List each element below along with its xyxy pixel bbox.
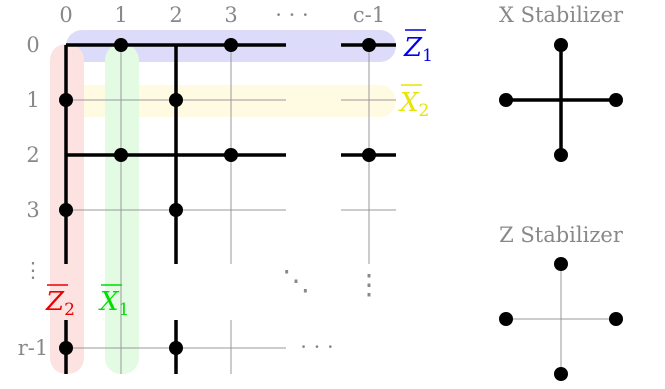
qubit-dot	[59, 341, 73, 355]
z1-subscript: 1	[422, 46, 433, 66]
x1-highlight-band	[105, 44, 139, 374]
qubit-dot	[169, 203, 183, 217]
qubit-dot	[114, 38, 128, 52]
qubit-dots	[59, 38, 376, 355]
qubit-dot	[609, 93, 623, 107]
qubit-dot	[169, 341, 183, 355]
row-label: 1	[26, 88, 39, 112]
z-stabilizer-title: Z Stabilizer	[499, 223, 624, 247]
row-labels: 0 1 2 3 ⋮ r-1	[18, 33, 49, 360]
row-label: r-1	[18, 336, 49, 360]
x-stabilizer-title: X Stabilizer	[499, 3, 624, 27]
column-label: 0	[59, 3, 72, 27]
vertical-ellipsis: ⋮	[355, 268, 383, 301]
z2-label: Z2	[45, 284, 75, 320]
x1-letter: X	[98, 287, 120, 317]
qubit-dot	[59, 203, 73, 217]
qubit-dot	[169, 93, 183, 107]
x2-letter: X	[398, 88, 420, 118]
qubit-dot	[362, 148, 376, 162]
column-label: 2	[169, 3, 182, 27]
svg-text:Z1: Z1	[403, 33, 433, 66]
qubit-dot	[554, 38, 568, 52]
column-label: · · ·	[275, 3, 308, 27]
x1-label: X1	[98, 284, 129, 320]
horizontal-ellipsis: · · ·	[300, 335, 333, 359]
qubit-dot	[224, 38, 238, 52]
column-label: c-1	[353, 3, 385, 27]
z1-label: Z1	[403, 29, 433, 66]
row-label: ⋮	[23, 258, 44, 282]
qubit-dot	[224, 148, 238, 162]
qubit-dot	[554, 148, 568, 162]
diagonal-ellipsis: ⋱	[282, 264, 310, 297]
qubit-dot	[59, 93, 73, 107]
z-stabilizer-legend: Z Stabilizer	[499, 223, 624, 381]
svg-text:Z2: Z2	[45, 287, 75, 320]
x2-subscript: 2	[419, 101, 430, 121]
qubit-dot	[609, 312, 623, 326]
x1-subscript: 1	[119, 300, 130, 320]
x-stabilizer-legend: X Stabilizer	[499, 3, 624, 162]
qubit-dot	[554, 257, 568, 271]
column-labels: 0 1 2 3 · · · c-1	[59, 3, 385, 27]
x2-label: X2	[398, 84, 429, 121]
qubit-dot	[499, 312, 513, 326]
column-label: 1	[114, 3, 127, 27]
qubit-dot	[554, 367, 568, 381]
qubit-dot	[114, 148, 128, 162]
z1-letter: Z	[403, 33, 423, 63]
svg-text:X2: X2	[398, 88, 429, 121]
svg-text:X1: X1	[98, 287, 129, 320]
qubit-dot	[362, 38, 376, 52]
column-label: 3	[224, 3, 237, 27]
z2-letter: Z	[45, 287, 65, 317]
qubit-dot	[499, 93, 513, 107]
z2-subscript: 2	[64, 300, 75, 320]
row-label: 3	[26, 198, 39, 222]
row-label: 0	[26, 33, 39, 57]
row-label: 2	[26, 143, 39, 167]
